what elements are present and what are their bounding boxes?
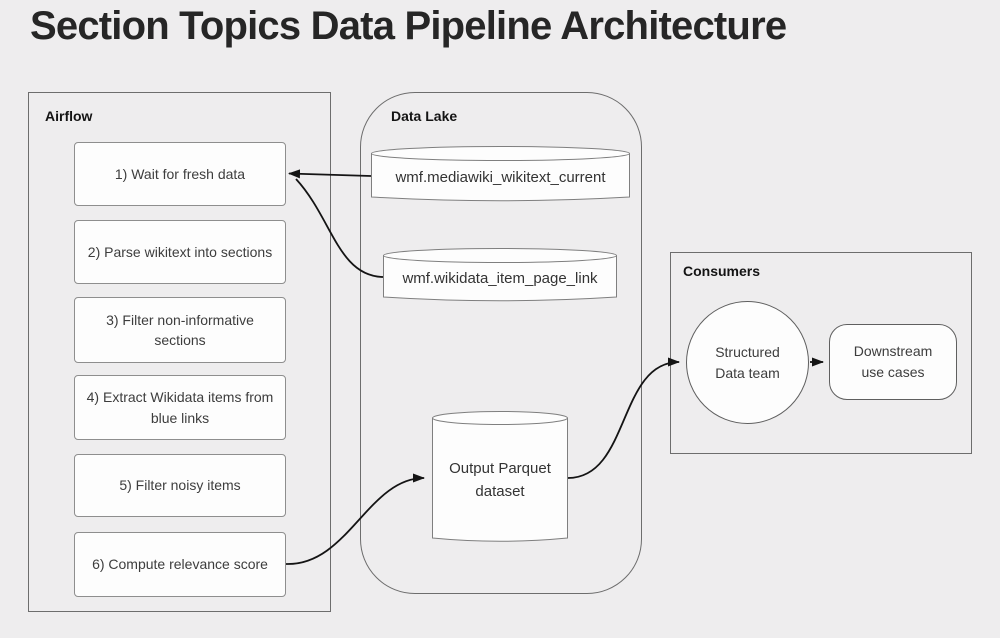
step-label: 1) Wait for fresh data [114,165,246,182]
step-label: 2) Parse wikitext into sections [87,243,273,260]
downstream-use-cases-node: Downstream use cases [829,324,957,400]
node-label: Structured Data team [715,343,780,381]
database-cylinder-icon [371,146,630,202]
db-table-label: wmf.wikidata_item_page_link [402,270,598,288]
step-parse-wikitext: 2) Parse wikitext into sections [74,220,286,284]
airflow-container: Airflow [28,92,331,612]
db-table-label: wmf.mediawiki_wikitext_current [395,169,606,187]
step-label: 3) Filter non-informative sections [106,311,254,348]
step-filter-noisy: 5) Filter noisy items [74,454,286,517]
database-cylinder-icon [383,248,617,302]
step-label: 5) Filter noisy items [119,477,241,494]
data-lake-label: Data Lake [391,108,458,124]
consumers-label: Consumers [683,263,761,279]
data-lake-container: Data Lake [360,92,642,594]
step-wait-fresh-data: 1) Wait for fresh data [74,142,286,206]
db-output-parquet-dataset: Output Parquet dataset [432,411,568,545]
consumers-container: Consumers [670,252,972,454]
page-title: Section Topics Data Pipeline Architectur… [30,4,787,48]
structured-data-team-node: Structured Data team [686,301,809,424]
node-label: Downstream use cases [853,343,933,380]
database-cylinder-icon [432,411,568,542]
step-extract-items: 4) Extract Wikidata items from blue link… [74,375,286,440]
db-table-label: Output Parquet dataset [449,460,551,500]
airflow-label: Airflow [45,108,93,124]
step-label: 4) Extract Wikidata items from blue link… [86,389,274,426]
db-wikidata-item-page-link: wmf.wikidata_item_page_link [383,248,617,305]
step-filter-sections: 3) Filter non-informative sections [74,297,286,363]
step-compute-score: 6) Compute relevance score [74,532,286,597]
step-label: 6) Compute relevance score [92,556,268,573]
db-mediawiki-wikitext-current: wmf.mediawiki_wikitext_current [371,146,630,205]
